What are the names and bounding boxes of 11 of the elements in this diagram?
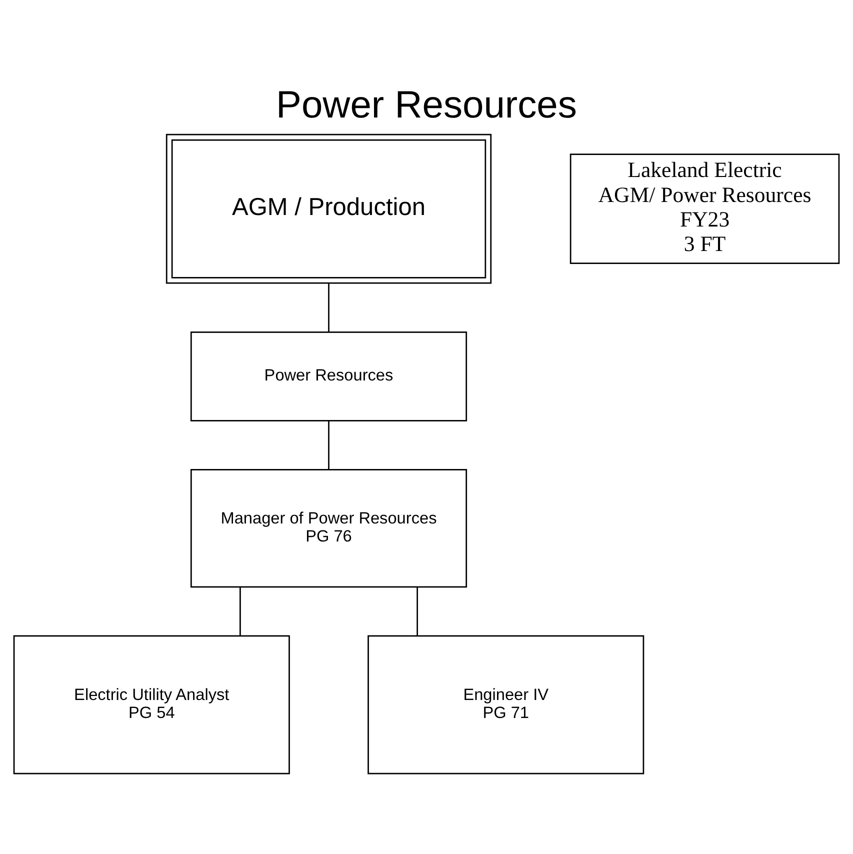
node-box: Engineer IV PG 71 (368, 634, 644, 774)
diagram-title: Power Resources (276, 82, 577, 126)
connector (416, 586, 418, 636)
node-box: Electric Utility Analyst PG 54 (13, 634, 290, 774)
connector (240, 586, 241, 636)
node-box: Manager of Power Resources PG 76 (190, 468, 468, 588)
node-box: Power Resources (190, 330, 468, 421)
connector (328, 420, 330, 469)
node-box: Lakeland Electric AGM/ Power Resources FY23 3 FT (570, 153, 840, 264)
node-box: AGM / Production (166, 133, 492, 284)
connector (328, 282, 330, 332)
